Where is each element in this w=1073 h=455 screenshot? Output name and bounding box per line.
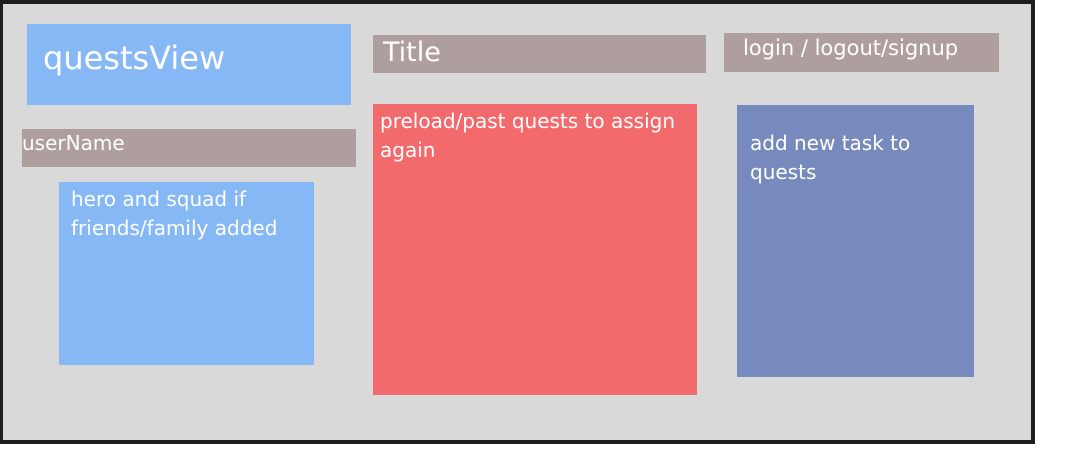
quests-view-panel: questsView <box>27 24 351 105</box>
title-bar: Title <box>373 35 706 73</box>
preload-quests-panel[interactable]: preload/past quests to assign again <box>373 104 697 395</box>
hero-squad-panel: hero and squad if friends/family added <box>59 182 314 365</box>
username-bar: userName <box>22 129 356 167</box>
auth-bar[interactable]: login / logout/signup <box>724 33 999 72</box>
add-task-panel[interactable]: add new task to quests <box>737 105 974 377</box>
